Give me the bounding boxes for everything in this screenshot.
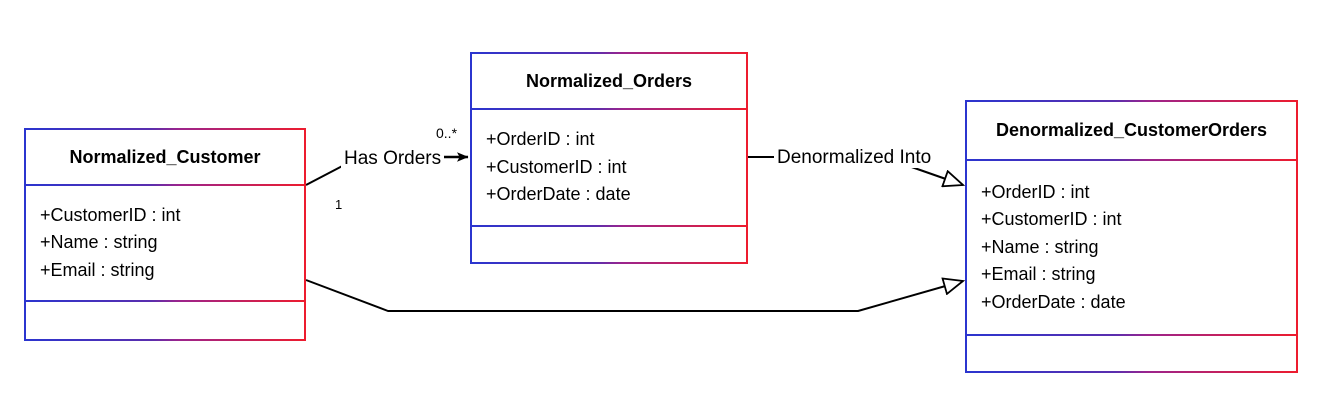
class-name-normalized-orders: Normalized_Orders <box>472 54 746 110</box>
class-attribute: +CustomerID : int <box>981 209 1122 230</box>
class-attribute: +OrderDate : date <box>981 291 1126 312</box>
class-attribute: +OrderID : int <box>486 129 595 150</box>
class-attribute: +Email : string <box>981 264 1096 285</box>
edge-label-has-orders: Has Orders <box>341 148 445 169</box>
class-attribute: +CustomerID : int <box>486 156 627 177</box>
class-box-normalized-orders[interactable]: Normalized_Orders +OrderID : int +Custom… <box>470 52 748 264</box>
class-attribute: +Email : string <box>40 259 155 280</box>
class-attribute: +CustomerID : int <box>40 204 181 225</box>
connector-denormalized-into-customer <box>305 280 963 312</box>
class-box-denormalized-customerorders[interactable]: Denormalized_CustomerOrders +OrderID : i… <box>965 100 1298 373</box>
class-name-normalized-customer: Normalized_Customer <box>26 130 304 186</box>
multiplicity-target-has-orders: 0..* <box>434 125 460 141</box>
class-operations-normalized-orders <box>472 227 746 262</box>
class-attribute: +Name : string <box>40 232 158 253</box>
class-operations-denormalized-customerorders <box>967 336 1296 371</box>
multiplicity-source-has-orders: 1 <box>333 197 345 212</box>
class-attributes-denormalized-customerorders: +OrderID : int +CustomerID : int +Name :… <box>967 161 1296 336</box>
class-name-denormalized-customerorders: Denormalized_CustomerOrders <box>967 102 1296 161</box>
class-attribute: +Name : string <box>981 236 1099 257</box>
class-attribute: +OrderDate : date <box>486 184 631 205</box>
class-attribute: +OrderID : int <box>981 182 1090 203</box>
class-attributes-normalized-orders: +OrderID : int +CustomerID : int +OrderD… <box>472 110 746 227</box>
class-attributes-normalized-customer: +CustomerID : int +Name : string +Email … <box>26 186 304 302</box>
edge-label-denormalized-into: Denormalized Into <box>774 147 935 168</box>
class-box-normalized-customer[interactable]: Normalized_Customer +CustomerID : int +N… <box>24 128 306 341</box>
class-operations-normalized-customer <box>26 302 304 339</box>
